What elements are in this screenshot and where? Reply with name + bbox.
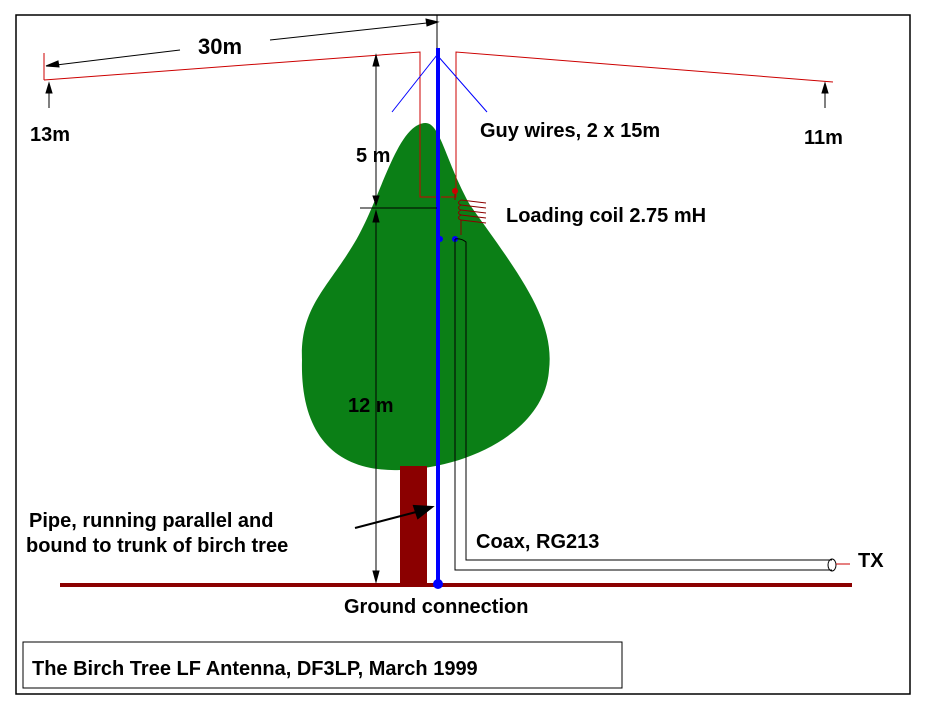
ground-label: Ground connection — [344, 596, 528, 618]
ground-line — [60, 583, 852, 587]
span-label: 30m — [198, 34, 242, 59]
caption: The Birch Tree LF Antenna, DF3LP, March … — [32, 658, 478, 680]
coax-label: Coax, RG213 — [476, 531, 599, 553]
left-end-height: 13m — [30, 124, 70, 146]
tree-trunk — [400, 466, 427, 586]
caption-box — [22, 641, 623, 689]
top-section-label: 5 m — [356, 145, 390, 167]
tree-foliage — [301, 122, 550, 471]
guy-wires-label: Guy wires, 2 x 15m — [480, 120, 660, 142]
coax-cable — [454, 238, 837, 572]
tx-label: TX — [858, 550, 884, 572]
top-hat-wire — [43, 51, 834, 198]
span-dimension — [45, 18, 440, 68]
pipe-label-line1: Pipe, running parallel and — [29, 510, 273, 532]
pipe-pointer-arrow — [354, 504, 435, 529]
right-end-height: 11m — [804, 127, 843, 149]
end-arrows — [45, 81, 829, 108]
loading-coil-label: Loading coil 2.75 mH — [506, 205, 706, 227]
coil-junction-dot — [437, 236, 443, 242]
diagram-frame — [15, 14, 911, 695]
main-section-label: 12 m — [348, 395, 394, 417]
feed-point-dot — [452, 188, 458, 194]
pipe-label-line2: bound to trunk of birch tree — [26, 535, 288, 557]
guy-wires — [391, 54, 488, 113]
pipe-base-dot — [433, 579, 443, 589]
height-dimensions — [360, 53, 437, 584]
loading-coil — [454, 194, 487, 235]
